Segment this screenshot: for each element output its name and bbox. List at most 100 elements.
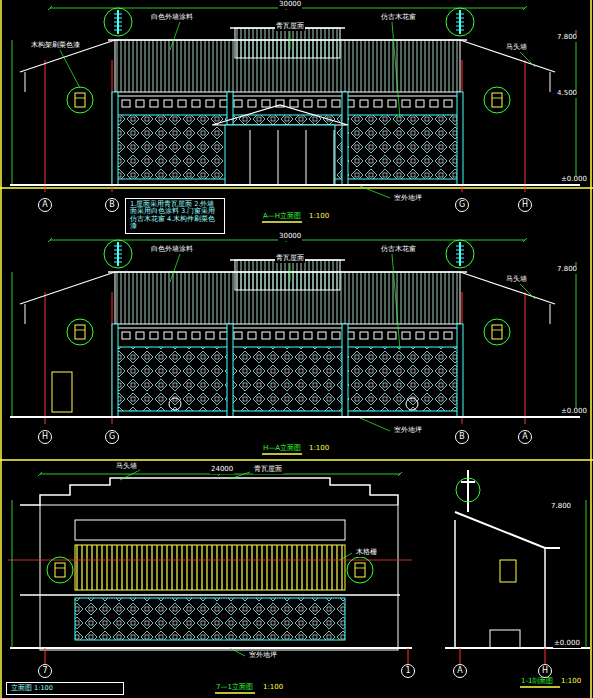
node-text: B xyxy=(109,200,115,209)
dimension-tick xyxy=(48,6,52,10)
grid-line xyxy=(45,60,46,192)
eave-line xyxy=(20,594,400,596)
label-text: 仿古木花窗 xyxy=(380,246,417,254)
wing-roof xyxy=(20,272,115,304)
detail-circle xyxy=(104,240,132,268)
label-text: 室外地坪 xyxy=(393,195,423,203)
section-step xyxy=(490,630,520,648)
axis-bubble: B xyxy=(455,430,469,444)
section-ornament xyxy=(461,481,475,483)
pier xyxy=(342,324,348,417)
note-box: 1.屋面采用青瓦屋面 2.外墙面采用白色涂料 3.门窗采用仿古木花窗 4.木构件… xyxy=(125,198,225,234)
ridge-ornament xyxy=(456,18,464,19)
dimension-tick xyxy=(48,238,52,242)
label-text: 青瓦屋面 xyxy=(275,255,305,263)
label-text: 7—1立面图 xyxy=(215,684,254,692)
band-panel xyxy=(206,332,214,339)
detail-circle xyxy=(347,557,373,583)
ridge-ornament xyxy=(456,246,464,247)
label-text: 马头墙 xyxy=(505,276,528,284)
label-text: 24000 xyxy=(210,466,234,474)
band-panel xyxy=(164,332,172,339)
band-panel xyxy=(332,332,340,339)
detail-circle xyxy=(484,319,510,345)
band-panel xyxy=(290,100,298,107)
lantern-bar xyxy=(55,568,65,569)
lantern xyxy=(492,325,502,339)
ridge-ornament xyxy=(114,22,122,23)
leader-line xyxy=(290,31,291,50)
pier xyxy=(112,324,118,417)
axis-bubble: 7 xyxy=(38,664,52,678)
leader-line xyxy=(520,284,535,299)
detail-circle xyxy=(104,8,132,36)
axis-bubble: H xyxy=(518,198,532,212)
note-box: 立面图 1:100 xyxy=(6,682,124,695)
band-panel xyxy=(290,332,298,339)
band-panel xyxy=(388,332,396,339)
axis-bubble: H xyxy=(38,430,52,444)
label-text: 室外地坪 xyxy=(393,427,423,435)
lantern xyxy=(500,560,516,582)
ridge-ornament xyxy=(114,26,122,27)
band-panel xyxy=(388,100,396,107)
axis-bubble: H xyxy=(538,664,552,678)
leader-line xyxy=(120,470,140,480)
ridge-ornament xyxy=(456,14,464,15)
frame-line xyxy=(590,0,592,698)
grid-line xyxy=(525,292,526,424)
section-wall xyxy=(544,548,546,648)
wing-roof xyxy=(460,272,555,304)
band xyxy=(115,328,460,329)
band-panel xyxy=(374,100,382,107)
band-panel xyxy=(360,332,368,339)
band-panel xyxy=(206,100,214,107)
frame-line xyxy=(0,0,2,698)
node-text: H xyxy=(42,432,48,441)
door-frame xyxy=(306,130,307,185)
band-panel xyxy=(192,332,200,339)
node-text: G xyxy=(109,432,115,441)
band-panel xyxy=(304,100,312,107)
wing-roof xyxy=(20,40,115,72)
leader-line xyxy=(230,648,245,656)
grid-line xyxy=(545,648,546,664)
band-panel xyxy=(178,100,186,107)
label-text: ±0.000 xyxy=(560,408,588,416)
label-text: ±0.000 xyxy=(560,176,588,184)
pier xyxy=(457,324,463,417)
dimension-tick xyxy=(523,238,527,242)
ridge-ornament xyxy=(456,258,464,259)
band-panel xyxy=(262,100,270,107)
raised-roof xyxy=(235,28,340,58)
wing-wall xyxy=(25,72,26,92)
section-wall xyxy=(454,520,456,648)
label-text: 4.500 xyxy=(556,90,578,98)
label-text: 7.800 xyxy=(550,503,572,511)
node-text: A xyxy=(42,200,47,209)
label-text: ±0.000 xyxy=(553,640,581,648)
lattice-wall xyxy=(75,598,345,640)
leader-line xyxy=(360,418,390,431)
lantern xyxy=(75,93,85,107)
band-panel xyxy=(416,332,424,339)
label-text: 1:100 xyxy=(308,213,330,221)
leader-line xyxy=(392,254,400,350)
detail-circle xyxy=(446,240,474,268)
label-text: 青瓦屋面 xyxy=(253,466,283,474)
node-text: 1 xyxy=(405,666,410,675)
ground-line xyxy=(10,647,412,649)
grid-line xyxy=(45,648,46,664)
lantern-bar xyxy=(355,568,365,569)
detail-circle xyxy=(456,478,480,502)
band-panel xyxy=(402,332,410,339)
label-text: 1:100 xyxy=(262,684,284,692)
dimension-tick xyxy=(523,6,527,10)
ridge-ornament xyxy=(456,26,464,27)
lantern-bar xyxy=(75,330,85,331)
pier xyxy=(112,92,118,185)
band-panel xyxy=(122,332,130,339)
label-text: 白色外墙涂料 xyxy=(150,14,194,22)
